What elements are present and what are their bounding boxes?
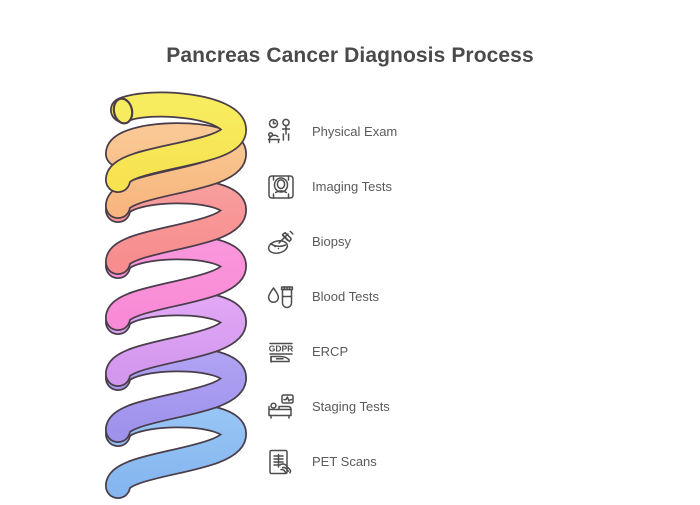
- hospital-bed-monitor-icon: [264, 390, 298, 424]
- blood-drop-test-tube-icon: [264, 280, 298, 314]
- gdpr-label: GDPR: [269, 343, 294, 353]
- step-label: PET Scans: [312, 454, 377, 469]
- step-label: Biopsy: [312, 234, 352, 249]
- step-label: Physical Exam: [312, 124, 398, 139]
- spiral-svg: [105, 91, 247, 499]
- step-row-biopsy[interactable]: Biopsy: [264, 214, 594, 269]
- step-row-pet-scans[interactable]: PET Scans: [264, 434, 594, 489]
- doctor-patient-exam-icon: [264, 115, 298, 149]
- step-label: ERCP: [312, 344, 349, 359]
- ct-scanner-icon: [264, 170, 298, 204]
- step-row-physical-exam[interactable]: Physical Exam: [264, 104, 594, 159]
- step-row-staging-tests[interactable]: Staging Tests: [264, 379, 594, 434]
- step-label: Blood Tests: [312, 289, 379, 304]
- step-row-imaging-tests[interactable]: Imaging Tests: [264, 159, 594, 214]
- step-label: Staging Tests: [312, 399, 390, 414]
- step-label: Imaging Tests: [312, 179, 392, 194]
- step-row-blood-tests[interactable]: Blood Tests: [264, 269, 594, 324]
- scan-sheet-hand-icon: [264, 445, 298, 479]
- steps-list: Physical Exam Imaging Tests: [264, 104, 594, 489]
- step-row-ercp[interactable]: GDPR ERCP: [264, 324, 594, 379]
- syringe-petri-dish-icon: [264, 225, 298, 259]
- page-title: Pancreas Cancer Diagnosis Process: [166, 44, 534, 67]
- gdpr-document-icon: GDPR: [264, 335, 298, 369]
- spiral-graphic: [96, 90, 256, 505]
